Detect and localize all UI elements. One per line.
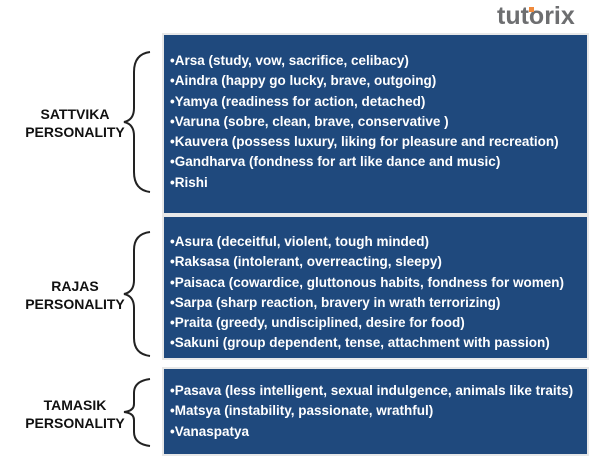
list-item: •Paisaca (cowardice, gluttonous habits, … xyxy=(170,274,565,290)
list-item: •Vanaspatya xyxy=(170,423,250,439)
bracket-rajas xyxy=(123,231,151,357)
list-item: •Asura (deceitful, violent, tough minded… xyxy=(170,234,429,249)
tamasik-box: •Pasava (less intelligent, sexual indulg… xyxy=(164,369,587,454)
list-item: •Varuna (sobre, clean, brave, conservati… xyxy=(170,113,449,129)
list-item: •Sarpa (sharp reaction, bravery in wrath… xyxy=(170,294,501,310)
bracket-tamasik xyxy=(123,378,151,447)
list-item: •Yamya (readiness for action, detached) xyxy=(170,93,426,109)
list-item: •Raksasa (intolerant, overreacting, slee… xyxy=(170,254,442,270)
list-item: •Pasava (less intelligent, sexual indulg… xyxy=(170,383,574,398)
list-item: •Matsya (instability, passionate, wrathf… xyxy=(170,403,434,419)
bracket-sattvika xyxy=(123,51,151,193)
list-item: •Sakuni (group dependent, tense, attachm… xyxy=(170,335,550,351)
list-item: •Arsa (study, vow, sacrifice, celibacy) xyxy=(170,53,409,68)
sattvika-box: •Arsa (study, vow, sacrifice, celibacy) … xyxy=(164,35,587,213)
list-item: •Praita (greedy, undisciplined, desire f… xyxy=(170,315,465,331)
list-item: •Rishi xyxy=(170,174,208,190)
rajas-box: •Asura (deceitful, violent, tough minded… xyxy=(164,217,587,358)
tutorix-logo: tutorix xyxy=(497,2,575,30)
list-item: •Gandharva (fondness for art like dance … xyxy=(170,154,501,170)
list-item: •Aindra (happy go lucky, brave, outgoing… xyxy=(170,73,437,89)
list-item: •Kauvera (possess luxury, liking for ple… xyxy=(170,134,559,150)
